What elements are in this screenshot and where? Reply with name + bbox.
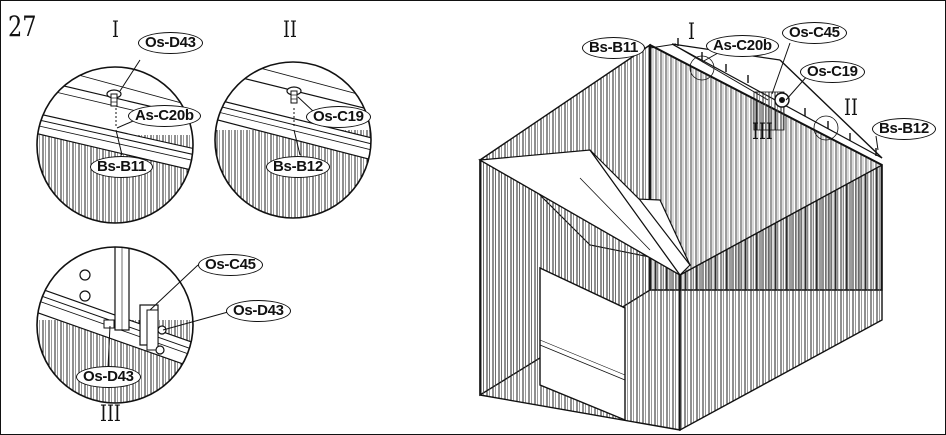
part-tag-detail2-bolt: Os-C19	[306, 106, 371, 128]
detail-one-view	[37, 67, 193, 223]
part-tag-main-bracket: Os-C45	[782, 22, 847, 44]
part-tag-main-right-beam: Bs-B12	[872, 118, 936, 140]
part-tag-detail1-bar: As-C20b	[128, 105, 201, 127]
detail-two-label: II	[283, 18, 297, 43]
main-detail-one-label: I	[688, 20, 695, 45]
part-tag-detail3-nut: Os-D43	[76, 366, 141, 388]
detail-one-label: I	[112, 18, 119, 43]
main-detail-two-label: II	[844, 96, 858, 121]
detail-three-label: III	[100, 402, 121, 427]
detail-one-circle	[36, 66, 194, 224]
part-tag-detail3-bracket: Os-C45	[198, 254, 263, 276]
bracket-icon	[753, 91, 790, 131]
part-tag-main-bolt: Os-C19	[800, 61, 865, 83]
detail-two-screw-icon	[286, 86, 302, 104]
detail-two-view	[215, 62, 371, 218]
main-detail-three-label: III	[752, 120, 773, 145]
part-tag-main-bar: As-C20b	[706, 35, 779, 57]
detail-three-circle	[36, 246, 194, 404]
step-number: 27	[8, 10, 37, 43]
part-tag-detail1-beam: Bs-B11	[90, 156, 154, 178]
part-tag-main-left-beam: Bs-B11	[582, 37, 646, 59]
detail-three-view	[37, 247, 193, 403]
detail-two-circle	[214, 61, 372, 219]
shed-illustration	[478, 38, 883, 432]
detail-one-screw-icon	[106, 89, 122, 107]
part-tag-detail2-beam: Bs-B12	[266, 156, 330, 178]
part-tag-detail1-bolt: Os-D43	[138, 32, 203, 54]
part-tag-detail3-bolt: Os-D43	[226, 300, 291, 322]
